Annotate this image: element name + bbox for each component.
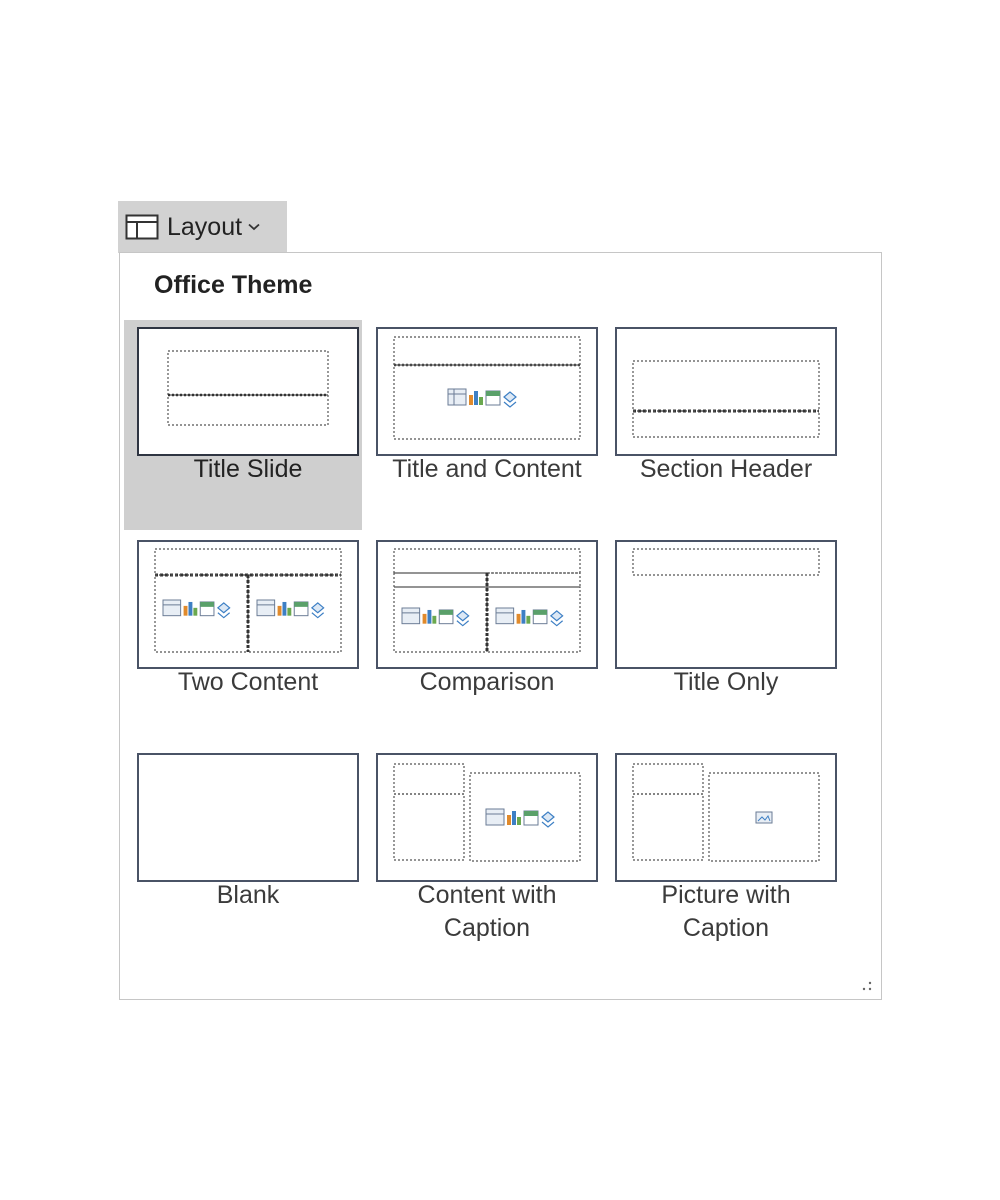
layout-gallery-panel: Office Theme Title Slide	[119, 252, 882, 1000]
content-placeholder-icon	[495, 607, 564, 627]
layout-thumbnail	[137, 327, 359, 456]
theme-heading: Office Theme	[154, 271, 313, 299]
content-placeholder-icon	[401, 607, 470, 627]
layout-thumbnail	[615, 540, 837, 669]
resize-grip-icon[interactable]	[859, 979, 873, 993]
layout-label: Comparison	[419, 668, 555, 696]
layout-tile-comparison[interactable]: Comparison	[363, 533, 601, 743]
content-placeholder-icon	[447, 388, 517, 408]
layout-label: Title Only	[673, 668, 779, 696]
layout-tile-title-slide[interactable]: Title Slide	[124, 320, 362, 530]
layout-thumbnail	[615, 327, 837, 456]
content-placeholder-icon	[162, 599, 231, 619]
layout-thumbnail	[137, 753, 359, 882]
layout-button[interactable]: Layout	[118, 201, 287, 253]
layout-label: Two Content	[177, 668, 319, 696]
chevron-down-icon	[248, 223, 260, 231]
layout-label: Title and Content	[392, 455, 582, 483]
layout-thumbnail	[615, 753, 837, 882]
layout-thumbnail	[376, 327, 598, 456]
layout-tile-blank[interactable]: Blank	[124, 746, 362, 956]
layout-tile-title-and-content[interactable]: Title and Content	[363, 320, 601, 530]
picture-placeholder-icon	[755, 811, 773, 824]
layout-icon	[125, 214, 159, 240]
layout-label: Title Slide	[193, 455, 303, 483]
layout-thumbnail	[376, 540, 598, 669]
layout-button-label: Layout	[167, 212, 243, 241]
layout-label: Section Header	[639, 455, 813, 483]
layout-tile-two-content[interactable]: Two Content	[124, 533, 362, 743]
layout-thumbnail	[137, 540, 359, 669]
content-placeholder-icon	[256, 599, 325, 619]
content-placeholder-icon	[485, 808, 555, 828]
layout-label: Blank	[216, 881, 280, 909]
layout-thumbnail	[376, 753, 598, 882]
layout-tile-title-only[interactable]: Title Only	[602, 533, 840, 743]
layout-tile-section-header[interactable]: Section Header	[602, 320, 840, 530]
